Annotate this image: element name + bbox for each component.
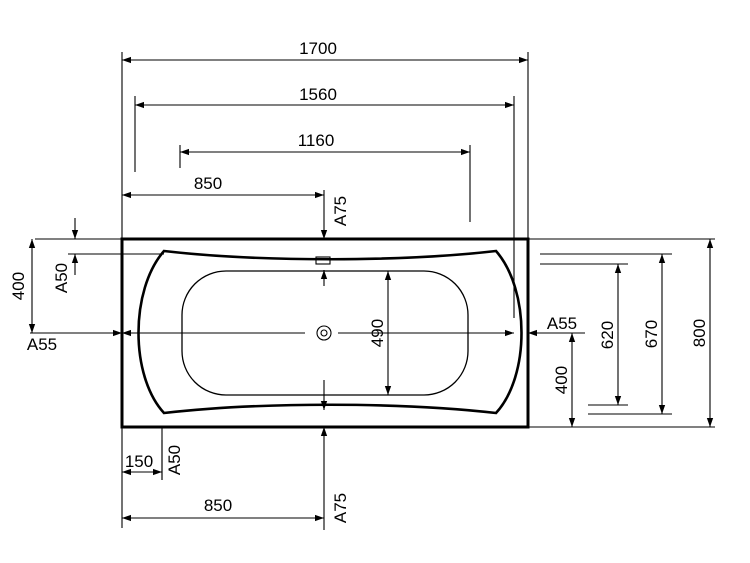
dim-inner-length-1560: 1560 — [299, 85, 337, 104]
dim-leg-offset: 150 — [125, 452, 153, 471]
drain-outer — [316, 325, 332, 341]
dim-overall-width: 800 — [690, 319, 709, 347]
view-label-left-upper: A50 — [52, 263, 71, 293]
dim-left-drain-height: 400 — [9, 272, 28, 300]
dim-inner-width-620: 620 — [598, 321, 617, 349]
view-label-left: A55 — [27, 335, 57, 354]
dim-inner-width-670: 670 — [642, 320, 661, 348]
overflow-fitting — [315, 256, 331, 265]
dim-drain-offset-bottom: 850 — [204, 496, 232, 515]
dim-right-drain-height: 400 — [552, 366, 571, 394]
dim-drain-offset-top: 850 — [194, 174, 222, 193]
dimension-lines — [28, 56, 714, 530]
dim-drain-width: 490 — [368, 319, 387, 347]
extension-lines — [35, 52, 715, 528]
view-label-right: A55 — [547, 314, 577, 333]
view-label-bottom: A75 — [331, 493, 350, 523]
dimension-labels: 1700 1560 1160 850 850 150 490 400 400 6… — [9, 39, 709, 523]
view-label-top: A75 — [331, 196, 350, 226]
view-label-bottom-left: A50 — [165, 445, 184, 475]
drain-inner — [320, 329, 328, 337]
dim-overall-length: 1700 — [299, 39, 337, 58]
tub-basin-outline — [137, 249, 523, 415]
dim-inner-length-1160: 1160 — [298, 131, 335, 150]
